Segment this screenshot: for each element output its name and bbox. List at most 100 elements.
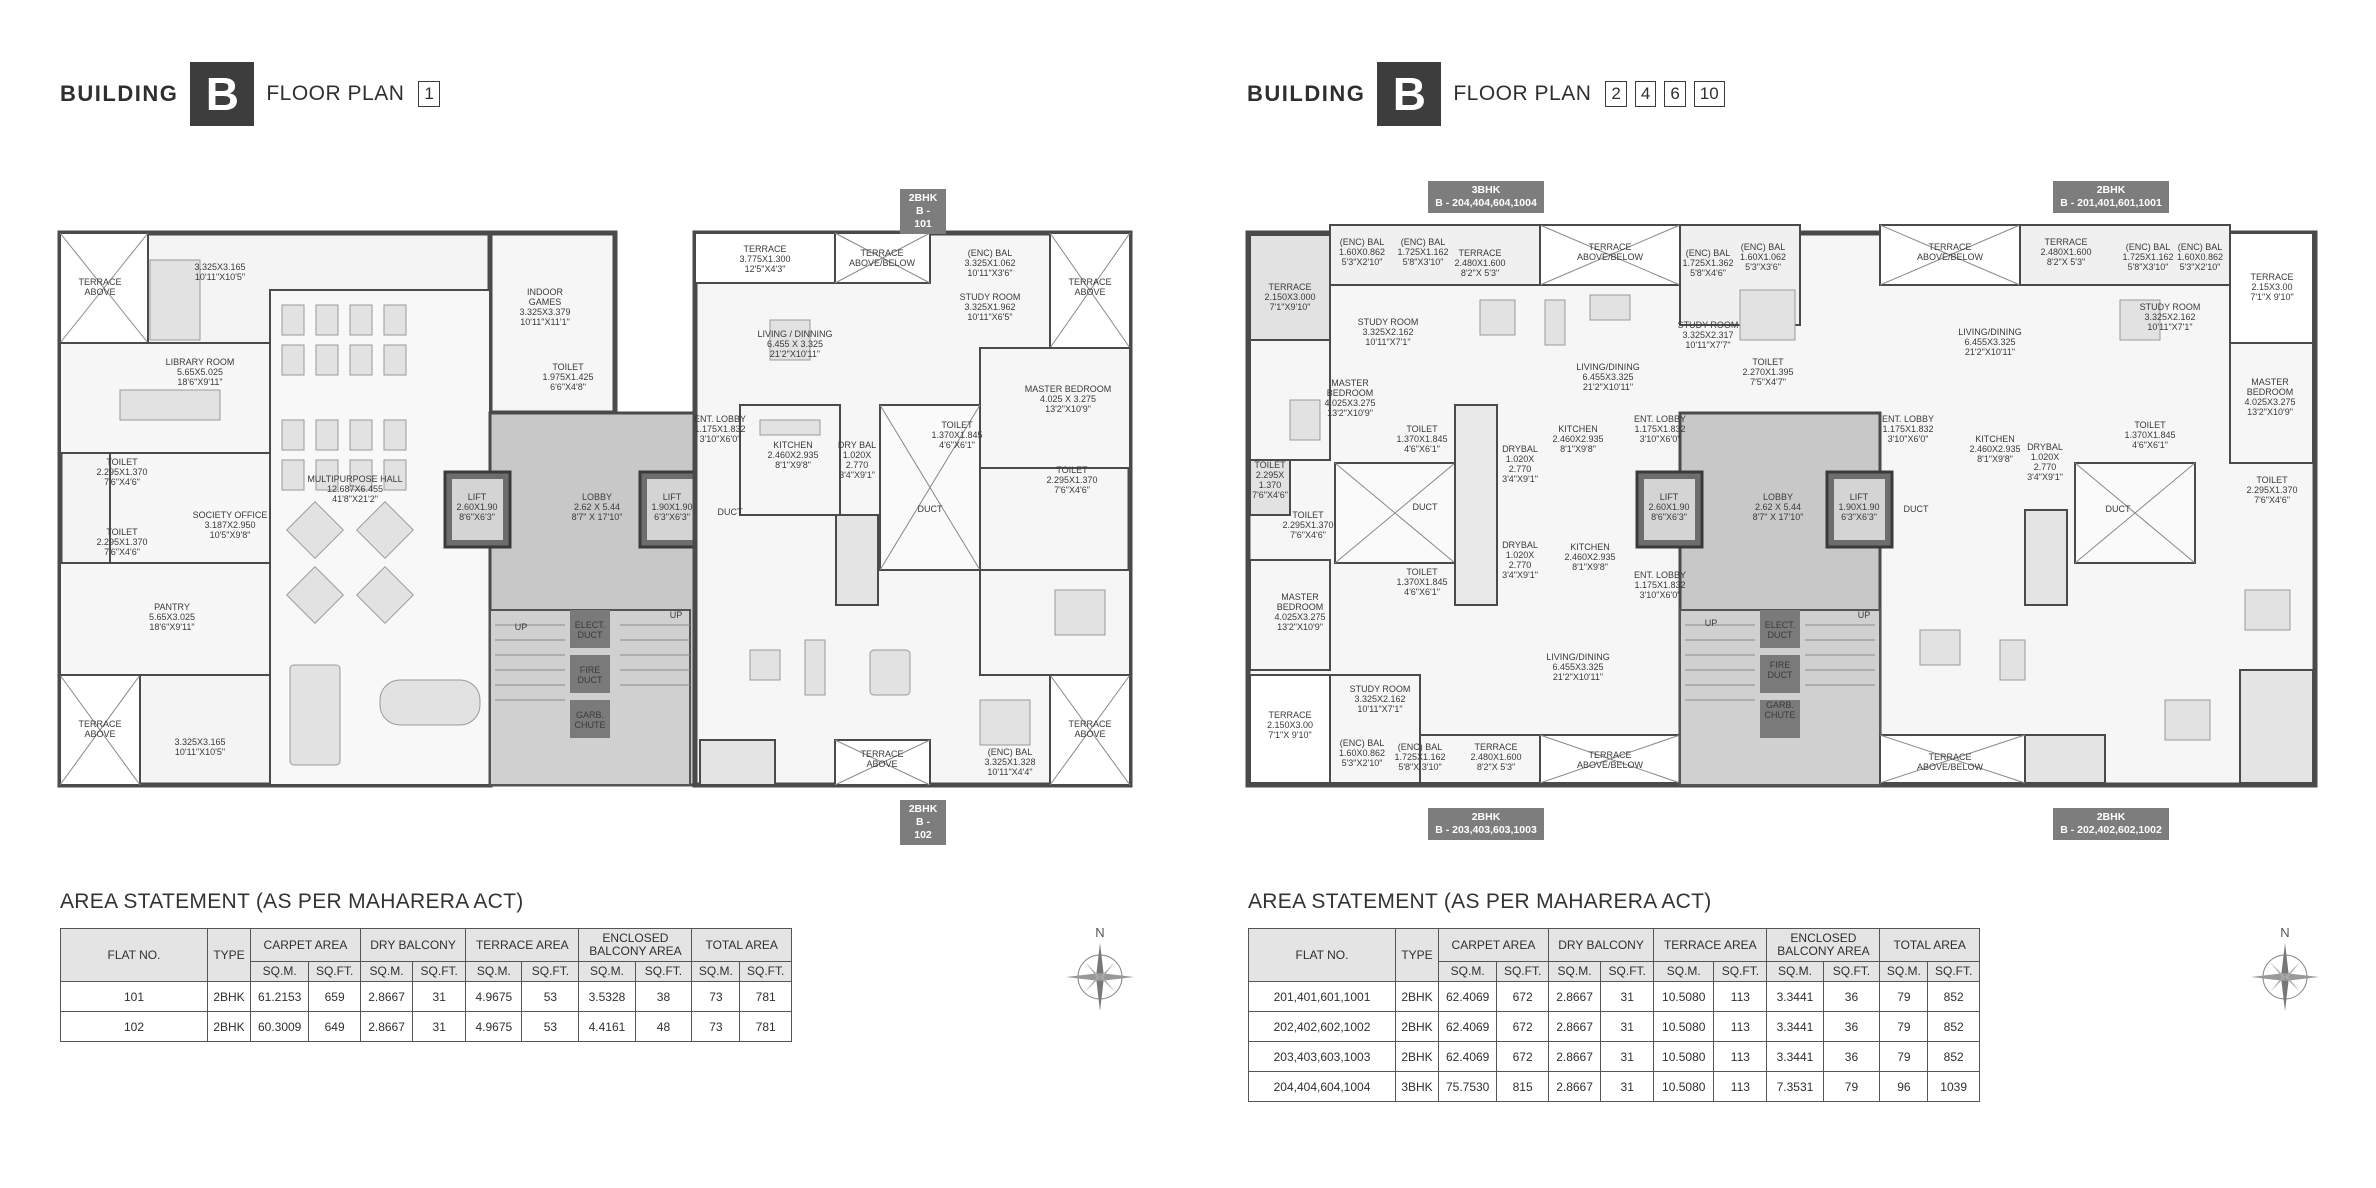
table-cell: 649 bbox=[308, 1011, 361, 1042]
col-carpet-area: CARPET AREA bbox=[250, 928, 361, 962]
garb-chute-label: GARB.CHUTE bbox=[575, 710, 606, 730]
unit-sqft: SQ.FT. bbox=[1713, 961, 1768, 982]
table-cell: 3.5328 bbox=[578, 981, 636, 1012]
table-cell: 10.5080 bbox=[1653, 1011, 1715, 1042]
table-cell: 73 bbox=[691, 981, 741, 1012]
area-statement-title: AREA STATEMENT (AS PER MAHARERA ACT) bbox=[60, 890, 524, 913]
table-cell: 75.7530 bbox=[1437, 1071, 1498, 1102]
table-cell: 672 bbox=[1496, 1041, 1549, 1072]
col-terrace-area: TERRACE AREA bbox=[1653, 928, 1768, 962]
table-cell: 113 bbox=[1713, 1011, 1768, 1042]
table-cell: 31 bbox=[1600, 981, 1655, 1012]
floor-plan-label: FLOOR PLAN bbox=[1453, 82, 1592, 105]
table-cell: 1039 bbox=[1927, 1071, 1980, 1102]
area-statement-table: FLAT NO. TYPE CARPET AREA DRY BALCONY TE… bbox=[60, 928, 792, 1042]
table-cell: 4.4161 bbox=[578, 1011, 636, 1042]
stair-up-label: UP bbox=[670, 610, 683, 620]
elect-duct-label: ELECT.DUCT bbox=[575, 620, 606, 640]
table-cell: 2BHK bbox=[207, 1011, 251, 1042]
table-cell: 2BHK bbox=[207, 981, 251, 1012]
table-cell: 852 bbox=[1927, 1011, 1980, 1042]
unit-tag: 2BHK B - 201,401,601,1001 bbox=[2053, 181, 2169, 213]
table-cell: 79 bbox=[1879, 1041, 1929, 1072]
table-cell: 2.8667 bbox=[359, 1011, 414, 1042]
floor-number: 6 bbox=[1664, 81, 1686, 107]
table-cell: 201,401,601,1001 bbox=[1248, 981, 1396, 1012]
area-statement-table: FLAT NO. TYPE CARPET AREA DRY BALCONY TE… bbox=[1248, 928, 1980, 1102]
north-compass-icon: N bbox=[2251, 925, 2319, 1011]
right-header: BUILDING B FLOOR PLAN 2 4 6 10 bbox=[1247, 62, 1733, 126]
elect-duct-label: ELECT.DUCT bbox=[1765, 620, 1796, 640]
table-cell: 79 bbox=[1879, 1011, 1929, 1042]
unit-sqm: SQ.M. bbox=[249, 961, 310, 982]
pantry bbox=[59, 562, 271, 676]
table-cell: 3.3441 bbox=[1766, 981, 1824, 1012]
table-cell: 4.9675 bbox=[465, 1011, 523, 1042]
duct-label: DUCT bbox=[1904, 504, 1929, 514]
table-cell: 10.5080 bbox=[1653, 1041, 1715, 1072]
col-type: TYPE bbox=[207, 928, 251, 982]
col-total-area: TOTAL AREA bbox=[1879, 928, 1980, 962]
floor-plan-label: FLOOR PLAN bbox=[266, 82, 405, 105]
table-cell: 36 bbox=[1822, 1011, 1881, 1042]
unit-sqft: SQ.FT. bbox=[1496, 961, 1549, 982]
unit-sqm: SQ.M. bbox=[359, 961, 414, 982]
col-flat-no: FLAT NO. bbox=[1248, 928, 1396, 982]
table-cell: 203,403,603,1003 bbox=[1248, 1041, 1396, 1072]
unit-sqft: SQ.FT. bbox=[739, 961, 792, 982]
table-cell: 2.8667 bbox=[1547, 1071, 1602, 1102]
table-cell: 101 bbox=[60, 981, 208, 1012]
table-cell: 852 bbox=[1927, 981, 1980, 1012]
unit-sqft: SQ.FT. bbox=[412, 961, 467, 982]
table-cell: 48 bbox=[634, 1011, 693, 1042]
floor-number: 2 bbox=[1605, 81, 1627, 107]
unit-tag: 2BHK B - 202,402,602,1002 bbox=[2053, 808, 2169, 840]
table-cell: 815 bbox=[1496, 1071, 1549, 1102]
table-cell: 2BHK bbox=[1395, 1011, 1439, 1042]
table-cell: 781 bbox=[739, 1011, 792, 1042]
table-cell: 2BHK bbox=[1395, 1041, 1439, 1072]
table-cell: 53 bbox=[521, 981, 580, 1012]
table-cell: 852 bbox=[1927, 1041, 1980, 1072]
table-cell: 31 bbox=[412, 1011, 467, 1042]
table-cell: 36 bbox=[1822, 981, 1881, 1012]
table-cell: 204,404,604,1004 bbox=[1248, 1071, 1396, 1102]
duct-label: DUCT bbox=[2106, 504, 2131, 514]
floor-number: 1 bbox=[418, 81, 440, 107]
table-cell: 31 bbox=[1600, 1071, 1655, 1102]
